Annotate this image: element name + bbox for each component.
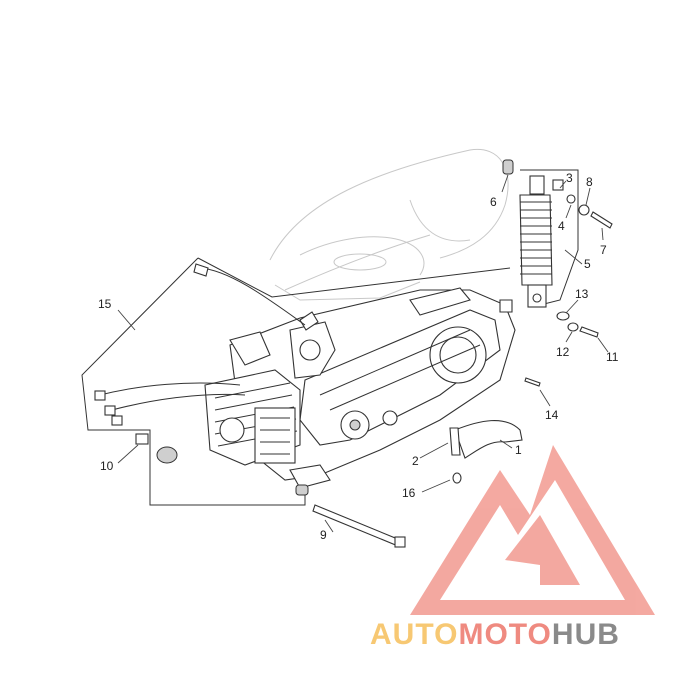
bolt-2	[449, 427, 461, 456]
bushing-6	[502, 159, 514, 175]
callout-2: 2	[412, 454, 419, 468]
bushing-front	[295, 484, 309, 496]
callout-1: 1	[515, 443, 522, 457]
assembly-bracket-15	[81, 257, 306, 506]
callout-4: 4	[558, 219, 565, 233]
bolt-11	[579, 326, 599, 338]
callout-16: 16	[402, 486, 416, 500]
shock-bracket	[520, 169, 579, 306]
background-frame-outline	[269, 148, 509, 301]
wiring-harness	[94, 263, 306, 426]
callout-8: 8	[586, 175, 593, 189]
callout-11: 11	[606, 350, 619, 364]
bolt-7	[590, 211, 613, 229]
washer-12	[567, 322, 579, 332]
callout-10: 10	[100, 459, 114, 473]
engine-assembly	[204, 287, 516, 489]
callout-6: 6	[490, 195, 497, 209]
callout-12: 12	[556, 345, 570, 359]
watermark-hub: HUB	[551, 618, 620, 651]
watermark-moto: MOTO	[458, 618, 552, 651]
callout-3: 3	[566, 171, 573, 185]
callout-15: 15	[98, 297, 112, 311]
bolt-14	[524, 377, 541, 387]
watermark-brand-text: AUTOMOTOHUB	[370, 618, 620, 652]
watermark-auto: AUTO	[370, 618, 459, 651]
callout-9: 9	[320, 528, 327, 542]
bolt-head-9	[394, 536, 406, 548]
watermark-logo-inner	[505, 515, 580, 585]
bushing-10	[135, 433, 149, 445]
nut-16	[452, 472, 462, 484]
callout-7: 7	[600, 243, 607, 257]
assembly-bracket-right	[197, 257, 511, 298]
callout-5: 5	[584, 257, 591, 271]
leader-lines	[117, 174, 609, 533]
bushing-lower	[156, 446, 178, 464]
hardware-parts	[135, 159, 613, 548]
rear-shock-absorber	[519, 175, 553, 308]
kickstand-lever-1	[454, 419, 523, 459]
bushing-right	[499, 299, 513, 313]
callout-13: 13	[575, 287, 589, 301]
collar-3	[552, 179, 564, 191]
watermark-logo-shape	[410, 445, 655, 615]
callout-labels: 1 2 3 4 5 6 7 8 9 10 11 12 13 14 15 16	[98, 171, 619, 542]
callout-14: 14	[545, 408, 559, 422]
watermark-logo-icon	[410, 445, 655, 615]
washer-8	[578, 204, 590, 216]
washer-13	[556, 311, 570, 321]
washer-4	[566, 194, 576, 204]
